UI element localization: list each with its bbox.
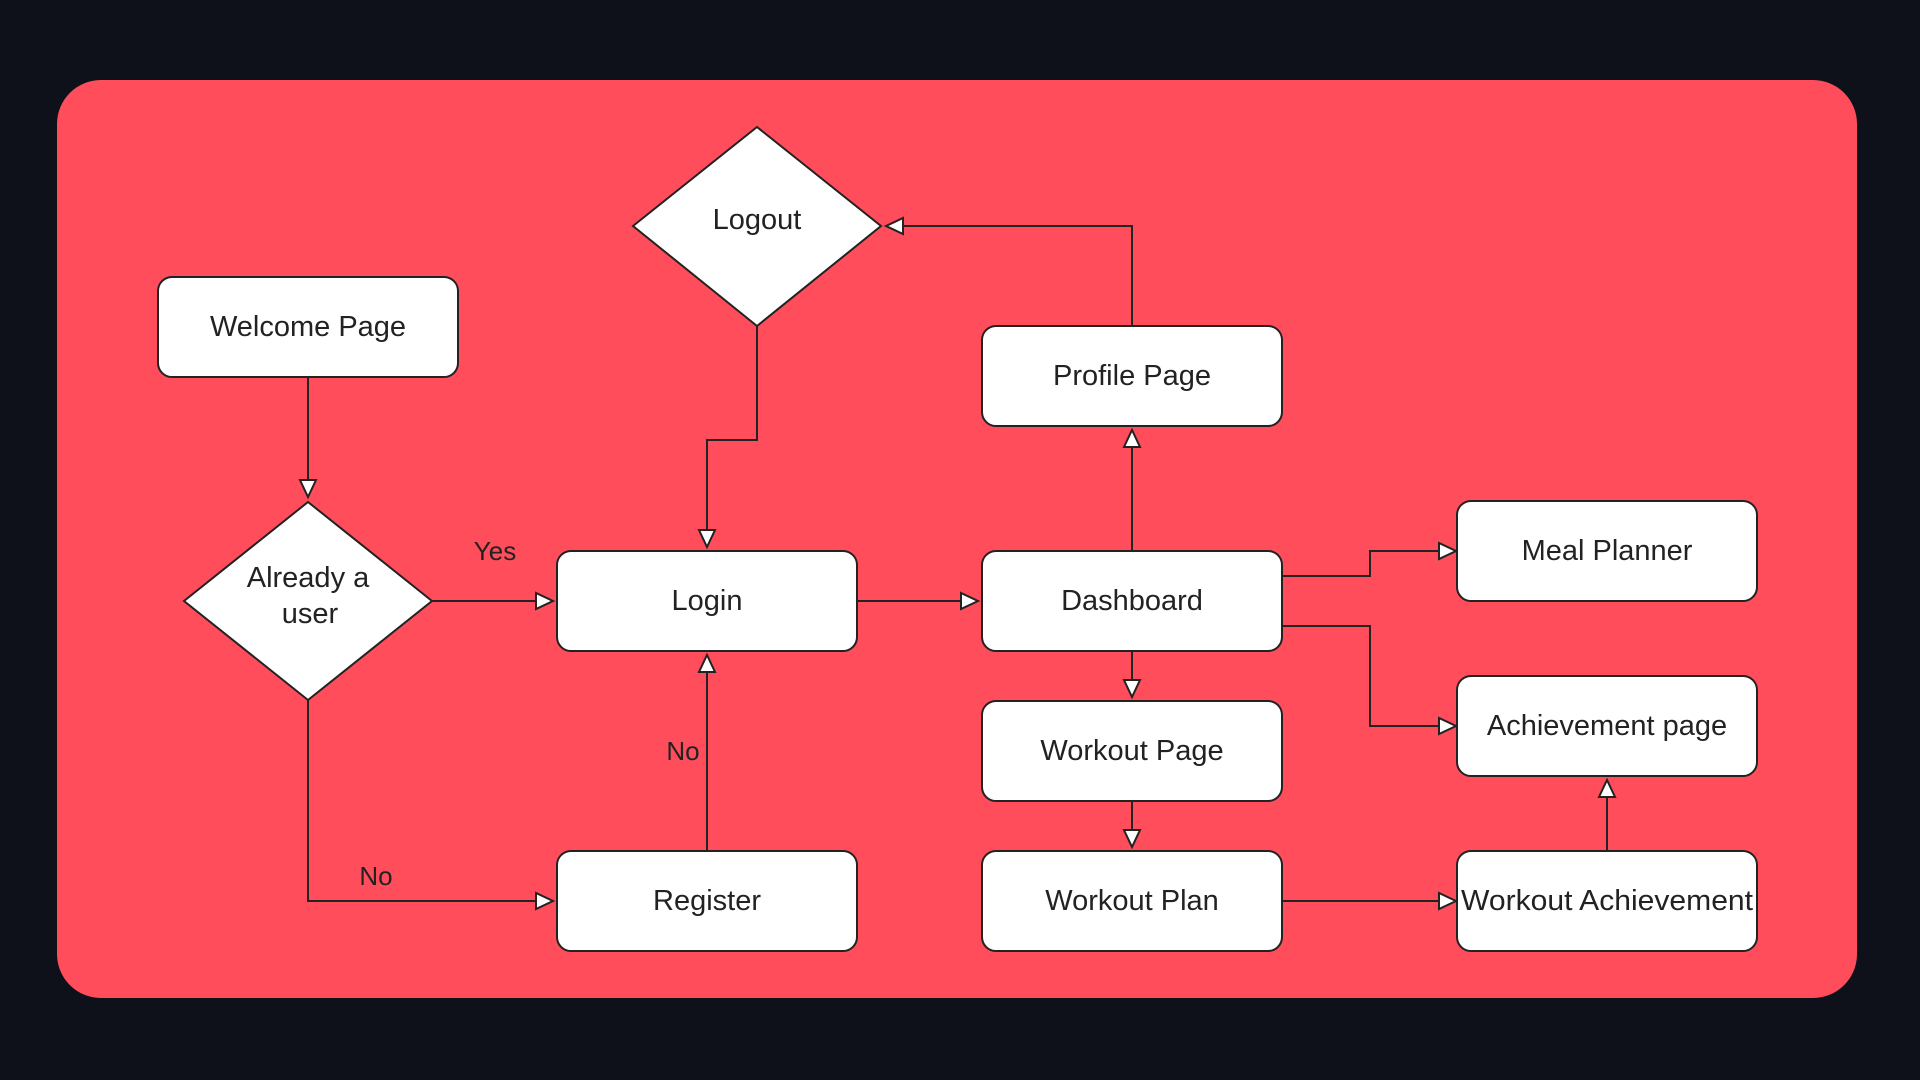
dashboard-box [981, 550, 1283, 652]
achievement-page-node[interactable]: Achievement page [1456, 675, 1758, 777]
achievement-page-label: Achievement page [1487, 710, 1727, 742]
decision-diamond [182, 500, 434, 702]
logout-node[interactable]: Logout [631, 125, 883, 328]
workout-plan-label: Workout Plan [1045, 885, 1219, 917]
workout-achievement-label: Workout Achievement [1461, 885, 1753, 917]
arrowhead-achievement [1438, 716, 1459, 736]
arrowhead-workout-achievement [1438, 891, 1459, 911]
already-user-decision[interactable]: Already a user [182, 500, 434, 702]
arrowhead-login-from-register [697, 652, 717, 673]
workout-page-box [981, 700, 1283, 802]
edge-decision-to-register [307, 700, 536, 902]
arrowhead-achievement-from-workout [1597, 777, 1617, 798]
achievement-page-box [1456, 675, 1758, 777]
edge-label-no-login: No [666, 736, 699, 766]
workout-achievement-node[interactable]: Workout Achievement [1456, 850, 1758, 952]
welcome-page-label: Welcome Page [210, 311, 406, 343]
arrowhead-register [535, 891, 556, 911]
arrowhead-workout-page [1122, 679, 1142, 700]
arrowhead-decision [298, 479, 318, 500]
arrowhead-logout [883, 216, 904, 236]
meal-planner-box [1456, 500, 1758, 602]
edge-label-yes: Yes [474, 536, 516, 566]
profile-page-box [981, 325, 1283, 427]
meal-planner-node[interactable]: Meal Planner [1456, 500, 1758, 602]
login-label: Login [672, 585, 743, 617]
welcome-page-box [157, 276, 459, 378]
arrowhead-profile [1122, 427, 1142, 448]
diagram-panel [57, 80, 1857, 998]
register-box [556, 850, 858, 952]
arrowhead-meal [1438, 541, 1459, 561]
edge-logout-to-login [706, 326, 758, 530]
welcome-page-node[interactable]: Welcome Page [157, 276, 459, 378]
decision-label-line1: Already a [247, 562, 370, 594]
workout-plan-node[interactable]: Workout Plan [981, 850, 1283, 952]
login-node[interactable]: Login [556, 550, 858, 652]
logout-diamond [631, 125, 883, 328]
edges [298, 216, 1617, 911]
dashboard-node[interactable]: Dashboard [981, 550, 1283, 652]
profile-page-label: Profile Page [1053, 360, 1211, 392]
edge-dashboard-to-meal [1282, 550, 1439, 577]
edge-label-no-register: No [359, 861, 392, 891]
dashboard-label: Dashboard [1061, 585, 1203, 617]
workout-page-node[interactable]: Workout Page [981, 700, 1283, 802]
register-node[interactable]: Register [556, 850, 858, 952]
edge-dashboard-to-achievement [1282, 625, 1439, 727]
meal-planner-label: Meal Planner [1522, 535, 1693, 567]
arrowhead-login-yes [535, 591, 556, 611]
workout-page-label: Workout Page [1040, 735, 1223, 767]
arrowhead-workout-plan [1122, 829, 1142, 850]
edge-profile-to-logout [903, 225, 1133, 326]
arrowhead-login-from-logout [697, 529, 717, 550]
logout-label: Logout [713, 204, 802, 236]
decision-label-line2: user [282, 598, 339, 630]
register-label: Register [653, 885, 761, 917]
workout-plan-box [981, 850, 1283, 952]
workout-achievement-box [1456, 850, 1758, 952]
profile-page-node[interactable]: Profile Page [981, 325, 1283, 427]
login-box [556, 550, 858, 652]
arrowhead-dashboard [960, 591, 981, 611]
